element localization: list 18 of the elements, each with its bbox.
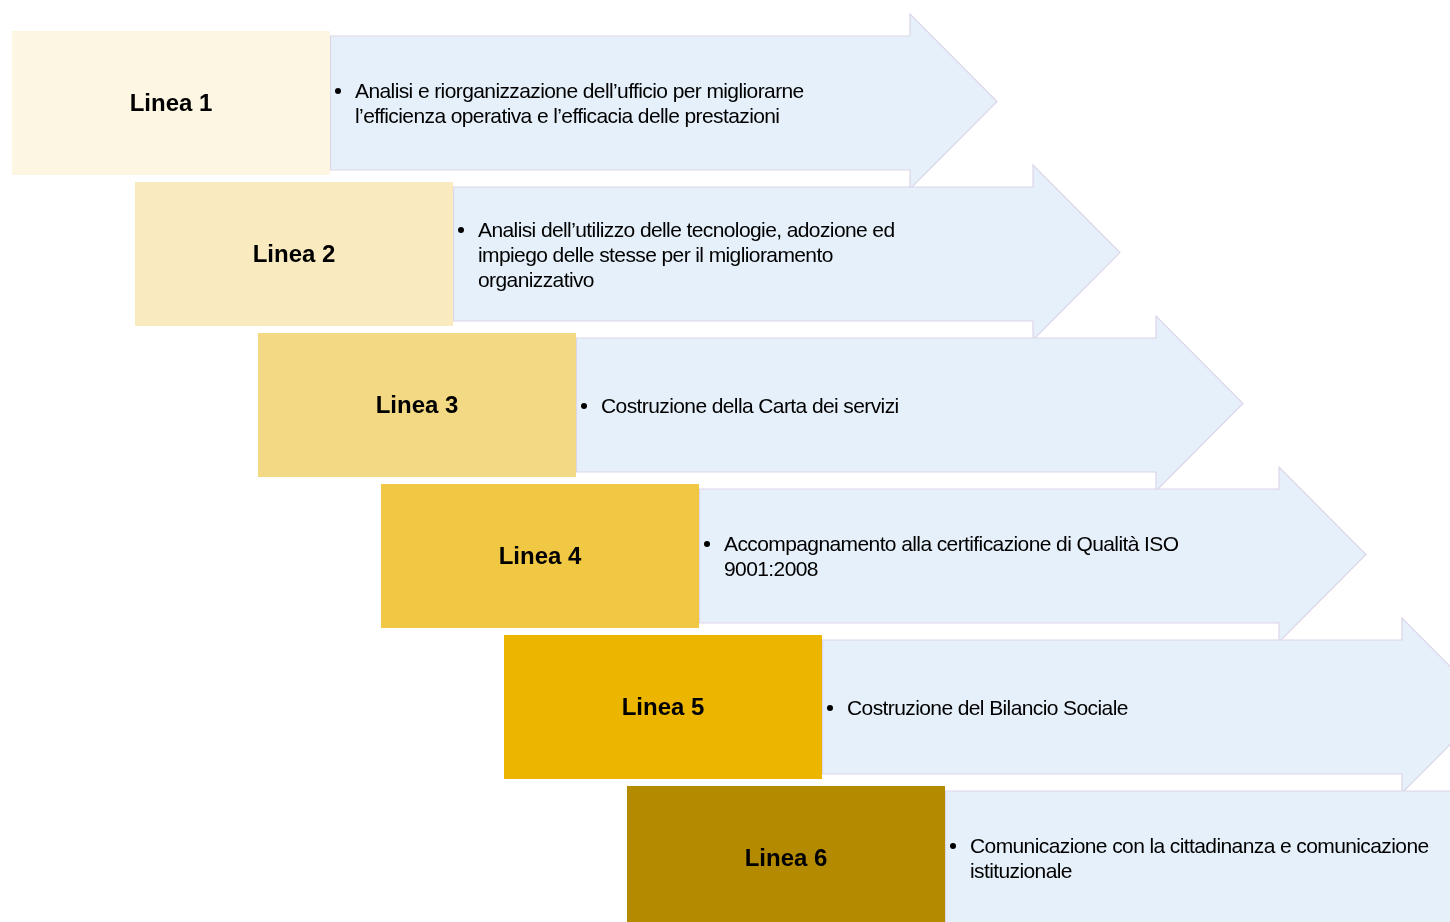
bullet-text: Accompagnamento alla certificazione di Qualità ISO 9001:2008: [724, 531, 1184, 581]
step-label: Linea 3: [375, 391, 459, 419]
bullet-text: Comunicazione con la cittadinanza e comunicazione istituzionale: [970, 833, 1430, 883]
step-box: [12, 31, 330, 175]
step-box: [627, 786, 945, 922]
bullet-text: Costruzione del Bilancio Sociale: [847, 694, 1128, 720]
step-label: Linea 5: [621, 693, 705, 721]
bullet-text: Analisi dell’utilizzo delle tecnologie, adozione ed impiego delle stesse per il miglioramento organizzativo: [478, 216, 938, 292]
bullet-text: Analisi e riorganizzazione dell’ufficio per migliorarne l’efficienza operativa e l’efficacia delle prestazioni: [355, 78, 815, 128]
step-label: Linea 1: [129, 89, 213, 117]
step-box: [381, 484, 699, 628]
step-box: [258, 333, 576, 477]
step-box: [135, 182, 453, 326]
step-label: Linea 4: [498, 542, 582, 570]
step-label: Linea 6: [744, 844, 828, 872]
step-label: Linea 2: [252, 240, 336, 268]
step-box: [504, 635, 822, 779]
bullet-text: Costruzione della Carta dei servizi: [601, 392, 899, 418]
